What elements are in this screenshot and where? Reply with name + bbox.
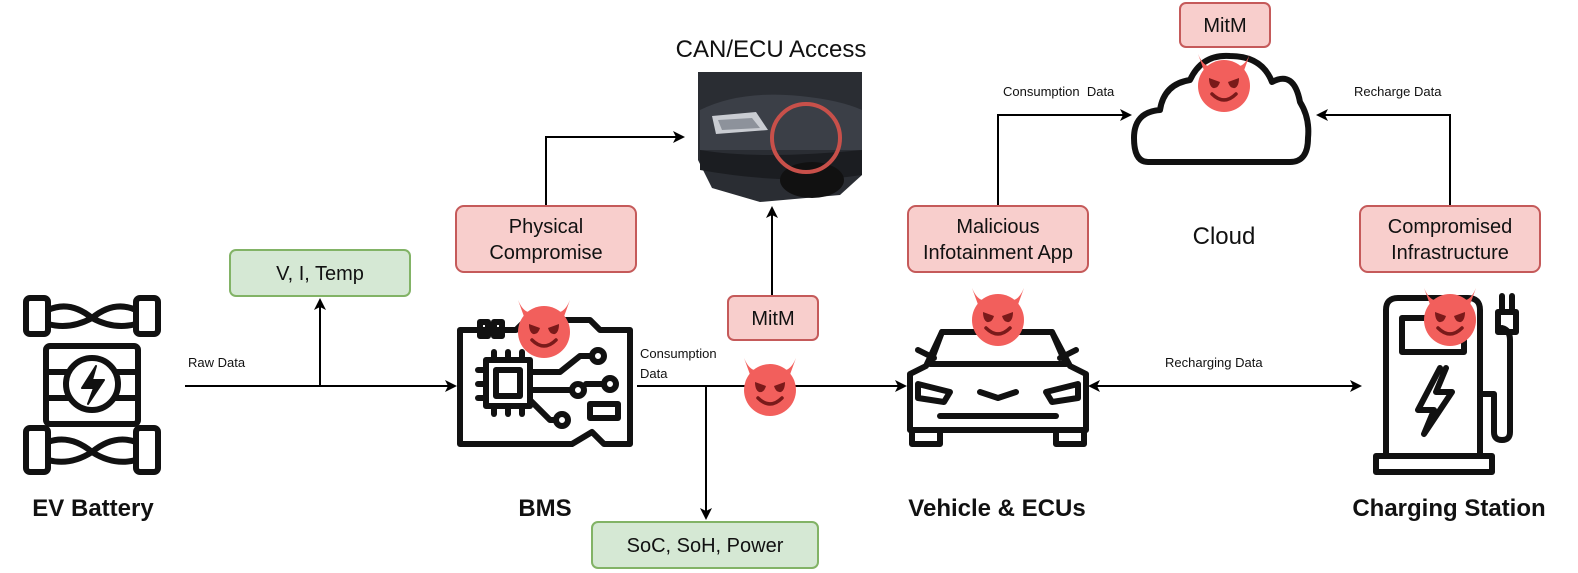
threat-infrastructure-line1: Compromised	[1388, 216, 1512, 238]
edge-label-recharge: Recharge Data	[1354, 84, 1442, 99]
data-box-raw-values: V, I, Temp	[229, 249, 411, 297]
edge-label-consumption-cloud: Consumption Data	[1003, 84, 1115, 99]
threat-mitm-cloud: MitM	[1179, 2, 1271, 48]
edge-vehicle-to-cloud	[997, 109, 1132, 205]
node-label-charging-station: Charging Station	[1352, 495, 1545, 522]
node-label-vehicle: Vehicle & ECUs	[908, 495, 1085, 522]
threat-malicious-infotainment: Malicious Infotainment App	[907, 205, 1089, 273]
node-label-cloud: Cloud	[1193, 223, 1256, 250]
car-icon	[907, 329, 1089, 447]
threat-infotainment-line1: Malicious	[956, 216, 1039, 238]
node-label-bms: BMS	[518, 495, 571, 522]
edge-station-to-cloud	[1316, 109, 1451, 205]
threat-physical-line1: Physical	[509, 216, 583, 238]
edge-physical-to-can	[545, 131, 685, 205]
threat-infotainment-line2: Infotainment App	[923, 242, 1073, 264]
edge-label-recharging: Recharging Data	[1165, 355, 1263, 370]
threat-mitm-bus-label: MitM	[751, 308, 794, 330]
edge-label-consumption: Consumption	[640, 346, 717, 361]
node-label-battery: EV Battery	[32, 495, 154, 522]
car-photo-icon	[698, 72, 862, 202]
threat-physical-compromise: Physical Compromise	[455, 205, 637, 273]
data-box-bms-outputs: SoC, SoH, Power	[591, 521, 819, 569]
data-box-raw-values-label: V, I, Temp	[276, 263, 364, 285]
threat-infrastructure-line2: Infrastructure	[1391, 242, 1509, 264]
data-box-bms-outputs-label: SoC, SoH, Power	[627, 535, 784, 557]
edge-label-consumption-data: Data	[640, 366, 668, 381]
edge-label-raw-data: Raw Data	[188, 355, 246, 370]
devil-face-icon	[742, 356, 798, 418]
cloud-icon	[1131, 52, 1312, 165]
threat-mitm-cloud-label: MitM	[1203, 15, 1246, 37]
node-label-can-access: CAN/ECU Access	[676, 36, 867, 63]
threat-mitm-bus: MitM	[727, 295, 819, 341]
threat-compromised-infrastructure: Compromised Infrastructure	[1359, 205, 1541, 273]
battery-pack-icon	[23, 295, 161, 475]
threat-physical-line2: Compromise	[489, 242, 602, 264]
devil-face-icon	[970, 286, 1026, 348]
devil-face-icon	[516, 298, 572, 360]
